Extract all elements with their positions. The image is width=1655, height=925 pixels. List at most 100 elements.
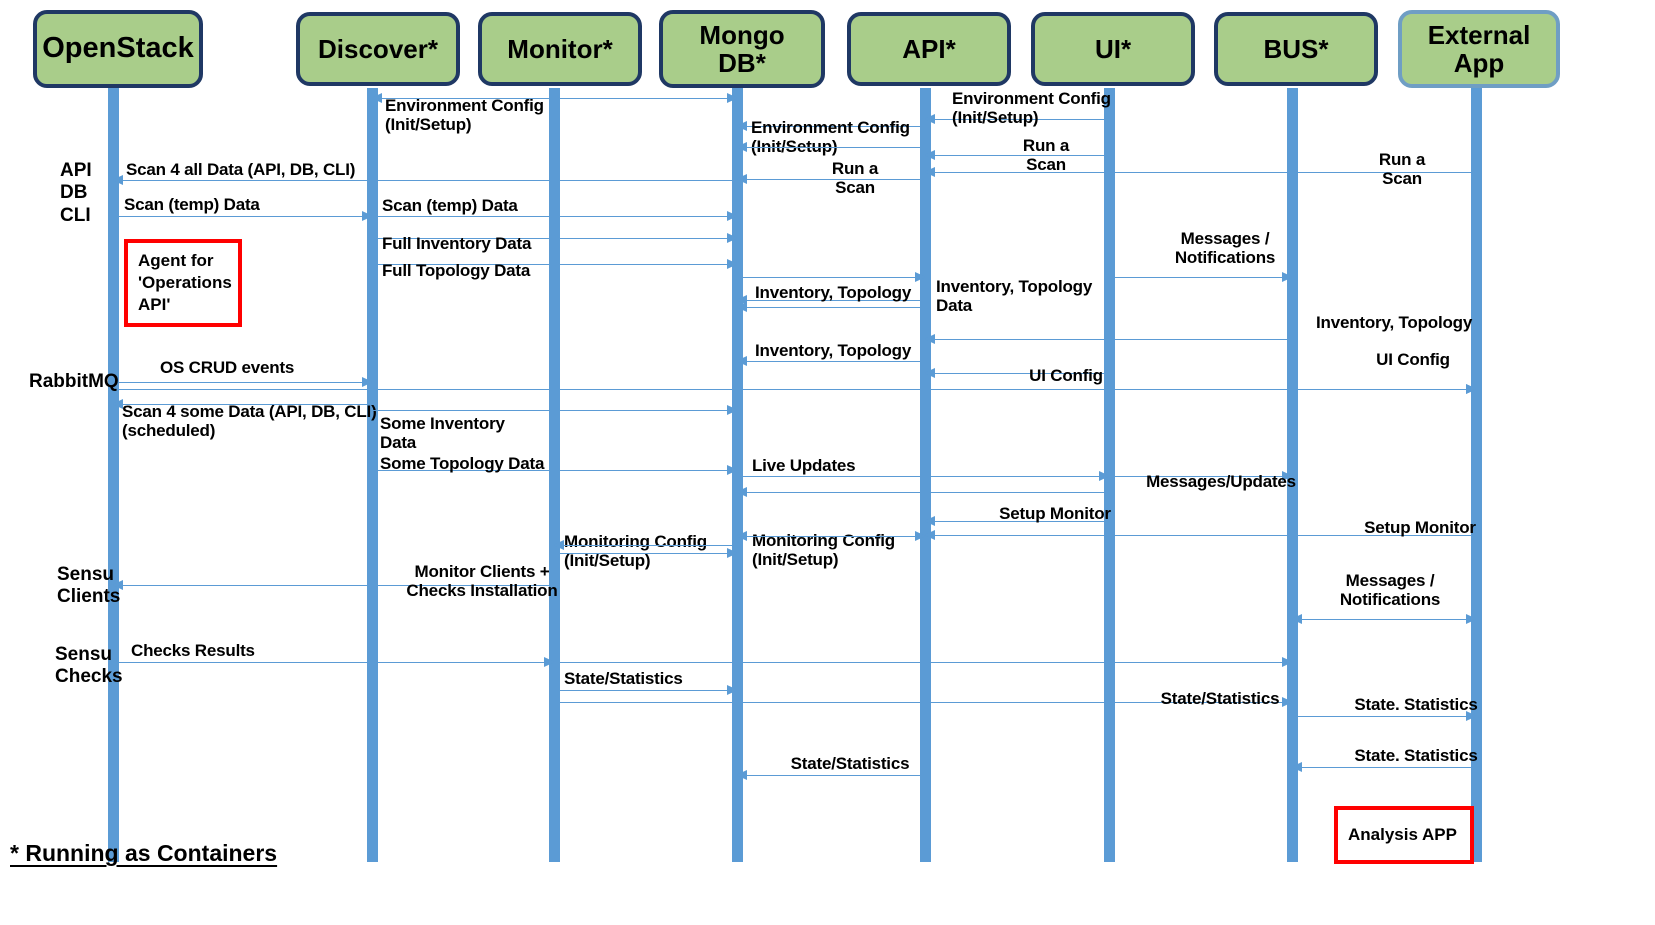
participant-mongodb[interactable]: Mongo DB* <box>659 10 825 88</box>
arrowhead-right-icon <box>1282 697 1293 707</box>
message-label-state-statistics-bus-to-ext: State. Statistics <box>1354 695 1478 714</box>
participant-label: API* <box>902 33 956 64</box>
message-shaft <box>925 119 1109 120</box>
lifeline-mongodb <box>732 88 743 862</box>
message-shaft <box>925 339 1292 340</box>
arrowhead-left-icon <box>736 142 747 152</box>
arrowhead-left-icon <box>553 540 564 550</box>
arrowhead-right-icon <box>362 211 373 221</box>
arrowhead-left-icon <box>924 530 935 540</box>
message-shaft <box>737 277 925 278</box>
side-label-rabbitmq: RabbitMQ <box>29 371 119 392</box>
side-label-sensu-clients: Sensu Clients <box>57 564 121 608</box>
participant-discover[interactable]: Discover* <box>296 12 460 86</box>
message-label-state-statistics-monitor-to-bus: State/Statistics <box>1160 689 1280 708</box>
participant-api[interactable]: API* <box>847 12 1011 86</box>
arrowhead-left-icon <box>112 580 123 590</box>
arrowhead-left-icon <box>112 175 123 185</box>
message-label-env-config-api-to-mongo: Environment Config (Init/Setup) <box>751 118 910 157</box>
arrowhead-left-icon <box>736 302 747 312</box>
arrowhead-left-icon <box>924 150 935 160</box>
message-label-messages-notifications-ui-to-bus: Messages / Notifications <box>1174 229 1276 268</box>
arrowhead-left-icon <box>736 295 747 305</box>
message-label-inventory-topology-mongo-to-api2: Inventory, Topology <box>755 341 912 360</box>
message-shaft <box>113 382 372 383</box>
message-label-messages-notifications-bus-ext: Messages / Notifications <box>1339 571 1441 610</box>
message-shaft <box>737 492 1109 493</box>
arrowhead-right-icon <box>915 272 926 282</box>
message-shaft <box>113 585 554 586</box>
participant-extapp[interactable]: External App <box>1398 10 1560 88</box>
message-shaft <box>554 690 737 691</box>
message-label-inventory-topology-bus-to-api: Inventory, Topology <box>1316 313 1473 332</box>
message-shaft <box>372 216 737 217</box>
message-label-some-topology-data: Some Topology Data <box>380 454 545 473</box>
participant-bus[interactable]: BUS* <box>1214 12 1378 86</box>
message-shaft <box>554 545 737 546</box>
message-shaft <box>113 180 737 181</box>
message-shaft <box>1292 716 1476 717</box>
message-label-scan-temp-data-os-to-discover: Scan (temp) Data <box>124 195 260 214</box>
footer-note: * Running as Containers <box>10 840 278 866</box>
message-label-monitor-clients-checks: Monitor Clients + Checks Installation <box>406 562 558 601</box>
message-label-full-topology-data: Full Topology Data <box>382 261 531 280</box>
lifeline-monitor <box>549 88 560 862</box>
message-shaft <box>372 238 737 239</box>
arrowhead-left-icon <box>736 174 747 184</box>
arrowhead-left-icon <box>736 487 747 497</box>
participant-label: Mongo DB* <box>699 19 785 78</box>
participant-label: UI* <box>1094 33 1132 64</box>
arrowhead-right-icon <box>727 405 738 415</box>
lifeline-openstack <box>108 88 119 862</box>
message-label-state-statistics-monitor-to-mongo: State/Statistics <box>564 669 683 688</box>
message-label-checks-results: Checks Results <box>131 641 255 660</box>
message-label-state-statistics-ext-to-bus: State. Statistics <box>1354 746 1478 765</box>
message-shaft <box>737 536 925 537</box>
message-label-setup-monitor-ext-to-api: Setup Monitor <box>1364 518 1476 537</box>
participant-label: Discover* <box>318 33 438 64</box>
arrowhead-left-icon <box>924 516 935 526</box>
arrowhead-left-icon <box>736 121 747 131</box>
participant-label: Monitor* <box>507 33 613 64</box>
message-shaft <box>554 702 1292 703</box>
arrowhead-right-icon <box>727 548 738 558</box>
arrowhead-right-icon <box>727 93 738 103</box>
message-label-scan-4-all-data: Scan 4 all Data (API, DB, CLI) <box>126 160 356 179</box>
participant-label: BUS* <box>1263 33 1329 64</box>
message-label-full-inventory-data: Full Inventory Data <box>382 234 532 253</box>
message-label-inventory-topology-data-api-to-mongo: Inventory, Topology Data <box>936 277 1093 316</box>
message-label-scan-4-some-data: Scan 4 some Data (API, DB, CLI) (schedul… <box>122 402 377 441</box>
arrowhead-right-icon <box>1282 657 1293 667</box>
arrowhead-right-icon <box>727 233 738 243</box>
arrowhead-left-icon <box>924 334 935 344</box>
participant-ui[interactable]: UI* <box>1031 12 1195 86</box>
message-shaft <box>737 476 1109 477</box>
message-label-some-inventory-data: Some Inventory Data <box>380 414 505 453</box>
arrowhead-right-icon <box>1466 614 1477 624</box>
message-label-messages-updates-ui-to-bus: Messages/Updates <box>1146 472 1296 491</box>
message-label-setup-monitor-ui-to-api: Setup Monitor <box>999 504 1111 523</box>
message-label-state-statistics-api-to-mongo: State/Statistics <box>790 754 910 773</box>
message-shaft <box>737 307 925 308</box>
message-shaft <box>925 535 1476 536</box>
participant-label: OpenStack <box>42 32 194 65</box>
side-label-api-db-cli: API DB CLI <box>60 160 92 226</box>
message-shaft <box>554 98 737 99</box>
message-shaft <box>925 521 1109 522</box>
lifeline-extapp <box>1471 88 1482 862</box>
message-shaft <box>737 179 925 180</box>
message-label-inventory-topology-mongo-label-arrow: Inventory, Topology <box>755 283 912 302</box>
message-label-run-a-scan-api-to-mongo: Run a Scan <box>831 159 879 198</box>
arrowhead-right-icon <box>727 259 738 269</box>
message-label-scan-temp-data-discover-to-mongo: Scan (temp) Data <box>382 196 518 215</box>
arrowhead-left-icon <box>1291 762 1302 772</box>
note-text: Agent for 'Operations API' <box>138 250 232 315</box>
participant-openstack[interactable]: OpenStack <box>33 10 203 88</box>
message-shaft <box>372 264 737 265</box>
side-label-sensu-checks: Sensu Checks <box>55 644 123 688</box>
lifeline-api <box>920 88 931 862</box>
participant-monitor[interactable]: Monitor* <box>478 12 642 86</box>
arrowhead-right-icon <box>1466 711 1477 721</box>
message-label-monitoring-config-api-to-mongo: Monitoring Config (Init/Setup) <box>752 531 895 570</box>
